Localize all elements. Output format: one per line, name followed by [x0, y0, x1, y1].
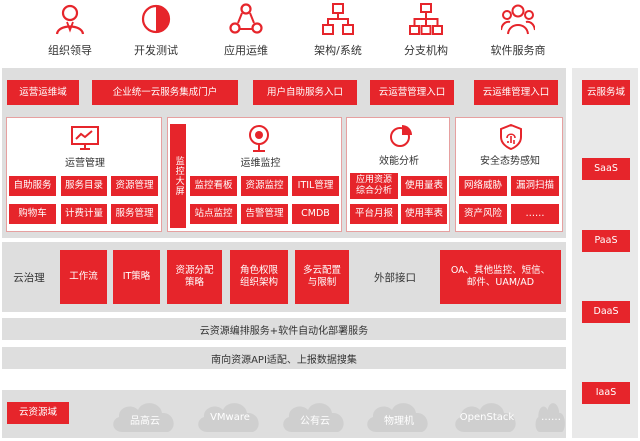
top-icon-label: 组织领导: [48, 44, 92, 57]
governance-roles[interactable]: 角色权限 组织架构: [230, 250, 288, 304]
cloud-label: VMware: [210, 412, 250, 423]
ops-domain-label: 运营运维域: [7, 80, 79, 105]
cloud-label: OpenStack: [459, 412, 515, 423]
monitor-item-dashboard[interactable]: 监控看板: [190, 176, 237, 196]
orchestration-bar: [2, 318, 566, 340]
monitoring-big-screen-label: 监控大屏: [173, 156, 184, 196]
cloud-vmware[interactable]: VMware: [193, 398, 267, 434]
monitor-item-alerts[interactable]: 告警管理: [241, 204, 288, 224]
ops-item-service-mgmt[interactable]: 服务管理: [111, 204, 158, 224]
layer-saas: SaaS: [582, 158, 630, 180]
maintenance-management-entry[interactable]: 云运维管理入口: [474, 80, 558, 105]
half-circle-icon: [141, 4, 171, 34]
perf-item-monthly[interactable]: 平台月报: [350, 204, 398, 224]
perf-item-comprehensive-label: 应用资源 综合分析: [355, 174, 392, 196]
perf-item-usage[interactable]: 使用量表: [401, 176, 447, 196]
cloud-icon: [283, 403, 344, 432]
service-domain-label: 云服务域: [582, 80, 630, 105]
perf-item-comprehensive[interactable]: 应用资源 综合分析: [350, 173, 398, 199]
top-icon-label: 软件服务商: [490, 44, 546, 57]
ops-item-billing[interactable]: 计费计量: [61, 204, 107, 224]
ops-item-self-service[interactable]: 自助服务: [9, 176, 56, 196]
governance-label: 云治理: [13, 271, 45, 284]
group-icon: [501, 4, 535, 35]
monitor-item-cmdb[interactable]: CMDB: [292, 204, 339, 224]
governance-roles-label: 角色权限 组织架构: [239, 265, 278, 288]
layer-iaas: IaaS: [582, 382, 630, 404]
governance-resource-policy[interactable]: 资源分配 策略: [167, 250, 222, 304]
cloud-label: 物理机: [384, 416, 414, 427]
external-interface-box[interactable]: OA、其他监控、短信、 邮件、UAM/AD: [440, 250, 561, 304]
governance-multicloud-label: 多云配置 与限制: [302, 265, 341, 288]
cloud-more[interactable]: ……: [533, 398, 569, 434]
webcam-icon: [249, 125, 269, 152]
fingerprint-icon: [500, 124, 522, 150]
security-item-more[interactable]: ……: [511, 204, 559, 224]
security-item-vuln[interactable]: 漏洞扫描: [511, 176, 559, 196]
user-icon: [55, 4, 85, 35]
monitor-chart-icon: [71, 126, 99, 150]
cloud-label: 品高云: [130, 416, 160, 427]
security-item-threat[interactable]: 网络威胁: [459, 176, 507, 196]
cloud-physical[interactable]: 物理机: [362, 398, 436, 434]
self-service-entry[interactable]: 用户自助服务入口: [253, 80, 357, 105]
monitor-item-itil[interactable]: ITIL管理: [292, 176, 339, 196]
top-icon-appops: 应用运维: [206, 2, 286, 62]
ops-item-resources[interactable]: 资源管理: [111, 176, 158, 196]
security-title: 安全态势感知: [480, 155, 540, 167]
architecture-icon: [322, 3, 354, 35]
top-icon-arch: 架构/系统: [298, 2, 378, 62]
service-domain-background: [572, 68, 638, 438]
top-icon-label: 开发测试: [134, 44, 178, 57]
performance-title: 效能分析: [379, 155, 419, 167]
ops-management-title: 运营管理: [65, 157, 105, 169]
cloud-public[interactable]: 公有云: [278, 398, 352, 434]
cloud-icon: [455, 403, 516, 432]
cloud-bingocloud[interactable]: 品高云: [108, 398, 182, 434]
top-icon-label: 应用运维: [224, 44, 268, 57]
top-icon-org: 组织领导: [30, 2, 110, 62]
cloud-label: ……: [541, 412, 561, 423]
perf-item-utilization[interactable]: 使用率表: [401, 204, 447, 224]
governance-multicloud[interactable]: 多云配置 与限制: [295, 250, 349, 304]
pie-chart-icon: [390, 125, 412, 147]
top-icon-dev: 开发测试: [116, 2, 196, 62]
api-adapter-bar: [2, 347, 566, 369]
cloud-icon: [198, 403, 259, 432]
cloud-label: 公有云: [300, 416, 330, 427]
cloud-icon: [113, 403, 174, 432]
top-icon-label: 分支机构: [404, 44, 448, 57]
layer-paas: PaaS: [582, 230, 630, 252]
ops-item-catalog[interactable]: 服务目录: [61, 176, 107, 196]
external-interface-label: 外部接口: [374, 271, 416, 284]
cloud-openstack[interactable]: OpenStack: [450, 398, 524, 434]
cloud-icon: [535, 403, 565, 432]
api-adapter-bar-label: 南向资源API适配、上报数据搜集: [211, 354, 357, 366]
network-icon: [229, 3, 263, 34]
monitor-item-resources[interactable]: 资源监控: [241, 176, 288, 196]
governance-workflow[interactable]: 工作流: [60, 250, 107, 304]
ops-item-cart[interactable]: 购物车: [9, 204, 56, 224]
external-interface-box-label: OA、其他监控、短信、 邮件、UAM/AD: [450, 265, 551, 288]
governance-it-policy[interactable]: IT策略: [113, 250, 160, 304]
cloud-icon: [367, 403, 428, 432]
top-icon-label: 架构/系统: [314, 44, 362, 57]
monitor-item-site[interactable]: 站点监控: [190, 204, 237, 224]
security-item-asset[interactable]: 资产风险: [459, 204, 507, 224]
top-icon-branch: 分支机构: [386, 2, 466, 62]
portal-entry[interactable]: 企业统一云服务集成门户: [92, 80, 238, 105]
governance-resource-policy-label: 资源分配 策略: [175, 265, 214, 288]
orchestration-bar-label: 云资源编排服务+软件自动化部署服务: [199, 325, 369, 337]
cloud-domain-label: 云资源域: [7, 402, 69, 424]
monitoring-big-screen[interactable]: 监控大屏: [170, 124, 186, 228]
ops-management-entry[interactable]: 云运营管理入口: [370, 80, 454, 105]
monitoring-title: 运维监控: [240, 157, 281, 169]
top-icon-vendor: 软件服务商: [478, 2, 558, 62]
hierarchy-icon: [409, 3, 443, 35]
layer-daas: DaaS: [582, 301, 630, 323]
